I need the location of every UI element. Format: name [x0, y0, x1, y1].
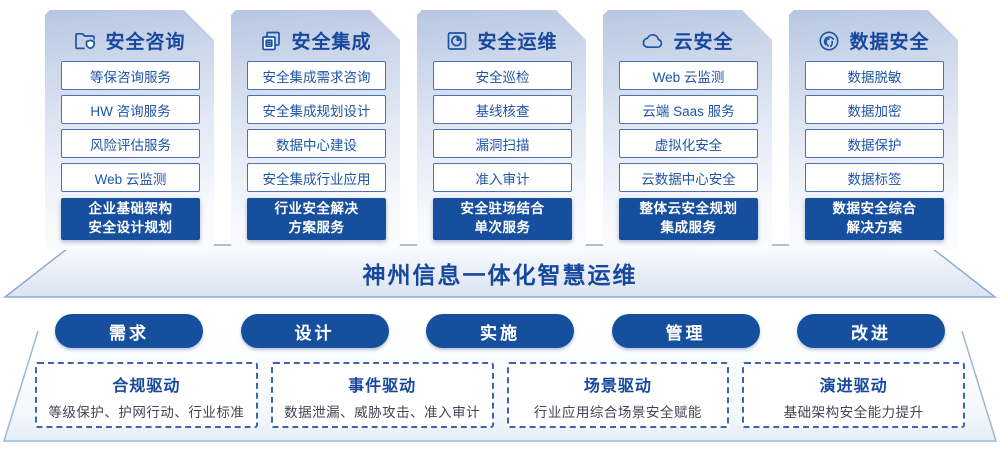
- highlight-line: 行业安全解决: [274, 201, 359, 217]
- service-item: 云端 Saas 服务: [619, 95, 758, 124]
- driver-boxes: 合规驱动 等级保护、护网行动、行业标准 事件驱动 数据泄漏、威胁攻击、准入审计 …: [35, 362, 965, 428]
- driver-title: 事件驱动: [348, 378, 417, 395]
- highlight-line: 整体云安全规划: [639, 201, 738, 217]
- cloud-icon: [641, 29, 665, 53]
- service-item: 安全集成规划设计: [247, 95, 386, 124]
- service-item: Web 云监测: [619, 61, 758, 90]
- driver-desc: 行业应用综合场景安全赋能: [533, 405, 702, 420]
- service-item: 漏洞扫描: [433, 129, 572, 158]
- service-item: 数据脱敏: [805, 61, 944, 90]
- highlight-line: 单次服务: [474, 220, 531, 235]
- service-list: Web 云监测 云端 Saas 服务 虚拟化安全 云数据中心安全: [619, 61, 758, 192]
- highlight-line: 方案服务: [288, 220, 345, 235]
- service-item: 数据保护: [805, 129, 944, 158]
- service-item: 准入审计: [433, 163, 572, 192]
- service-item: 风险评估服务: [61, 129, 200, 158]
- column-title: 安全咨询: [105, 32, 186, 53]
- column-title: 安全集成: [291, 32, 372, 53]
- highlight-box: 安全驻场结合 单次服务: [433, 198, 572, 240]
- phase-pill-demand: 需求: [55, 314, 203, 348]
- column-card-data-security: 数据安全 数据脱敏 数据加密 数据保护 数据标签 数据安全综合 解决方案: [789, 10, 958, 250]
- service-list: 数据脱敏 数据加密 数据保护 数据标签: [805, 61, 944, 192]
- service-item: Web 云监测: [61, 163, 200, 192]
- driver-title: 场景驱动: [583, 378, 652, 395]
- folder-chart-icon: [445, 29, 469, 53]
- highlight-line: 集成服务: [660, 220, 717, 235]
- driver-title: 演进驱动: [819, 378, 888, 395]
- phase-pill-improvement: 改进: [797, 314, 945, 348]
- column-title: 数据安全: [849, 32, 930, 53]
- column-header: 安全集成: [231, 10, 400, 54]
- column-card-cloud-security: 云安全 Web 云监测 云端 Saas 服务 虚拟化安全 云数据中心安全 整体云…: [603, 10, 772, 250]
- banner-title: 神州信息一体化智慧运维: [362, 262, 638, 288]
- documents-icon: [259, 29, 283, 53]
- phase-pill-management: 管理: [611, 314, 760, 348]
- fingerprint-icon: [817, 29, 841, 53]
- highlight-line: 企业基础架构: [88, 201, 173, 217]
- capability-columns: 安全咨询 等保咨询服务 HW 咨询服务 风险评估服务 Web 云监测 企业基础架…: [45, 10, 958, 250]
- highlight-line: 安全驻场结合: [460, 201, 545, 217]
- column-header: 数据安全: [789, 10, 958, 54]
- phase-pill-design: 设计: [240, 314, 389, 348]
- service-list: 安全集成需求咨询 安全集成规划设计 数据中心建设 安全集成行业应用: [247, 61, 386, 192]
- phase-pill-implementation: 实施: [426, 314, 574, 348]
- column-header: 云安全: [603, 10, 772, 54]
- driver-box-scenario: 场景驱动 行业应用综合场景安全赋能: [506, 362, 730, 428]
- folder-shield-icon: [73, 29, 97, 53]
- driver-box-evolution: 演进驱动 基础架构安全能力提升: [742, 362, 965, 428]
- service-item: 数据加密: [805, 95, 944, 124]
- service-item: 云数据中心安全: [619, 163, 758, 192]
- service-item: 基线核查: [433, 95, 572, 124]
- highlight-box: 数据安全综合 解决方案: [805, 198, 944, 240]
- column-card-security-integration: 安全集成 安全集成需求咨询 安全集成规划设计 数据中心建设 安全集成行业应用 行…: [231, 10, 400, 250]
- service-item: 虚拟化安全: [619, 129, 758, 158]
- service-item: 数据中心建设: [247, 129, 386, 158]
- service-list: 等保咨询服务 HW 咨询服务 风险评估服务 Web 云监测: [61, 61, 200, 192]
- driver-box-incident: 事件驱动 数据泄漏、威胁攻击、准入审计: [270, 362, 494, 428]
- phase-pills: 需求 设计 实施 管理 改进: [55, 314, 945, 348]
- highlight-box: 整体云安全规划 集成服务: [619, 198, 758, 240]
- highlight-line: 安全设计规划: [88, 220, 173, 235]
- highlight-line: 数据安全综合: [832, 201, 917, 217]
- column-header: 安全运维: [417, 10, 586, 54]
- service-item: 等保咨询服务: [61, 61, 200, 90]
- highlight-box: 企业基础架构 安全设计规划: [61, 198, 200, 240]
- column-header: 安全咨询: [45, 10, 214, 54]
- column-title: 安全运维: [477, 32, 558, 53]
- service-item: 数据标签: [805, 163, 944, 192]
- highlight-line: 解决方案: [846, 220, 903, 235]
- driver-title: 合规驱动: [112, 378, 181, 395]
- service-item: 安全集成行业应用: [247, 163, 386, 192]
- highlight-box: 行业安全解决 方案服务: [247, 198, 386, 240]
- driver-desc: 等级保护、护网行动、行业标准: [48, 405, 245, 420]
- driver-desc: 数据泄漏、威胁攻击、准入审计: [284, 405, 481, 420]
- column-card-security-operations: 安全运维 安全巡检 基线核查 漏洞扫描 准入审计 安全驻场结合 单次服务: [417, 10, 586, 250]
- column-card-security-consulting: 安全咨询 等保咨询服务 HW 咨询服务 风险评估服务 Web 云监测 企业基础架…: [45, 10, 214, 250]
- service-list: 安全巡检 基线核查 漏洞扫描 准入审计: [433, 61, 572, 192]
- service-item: HW 咨询服务: [61, 95, 200, 124]
- service-item: 安全集成需求咨询: [247, 61, 386, 90]
- column-title: 云安全: [673, 32, 734, 53]
- driver-box-compliance: 合规驱动 等级保护、护网行动、行业标准: [35, 362, 258, 428]
- service-item: 安全巡检: [433, 61, 572, 90]
- driver-desc: 基础架构安全能力提升: [783, 405, 924, 420]
